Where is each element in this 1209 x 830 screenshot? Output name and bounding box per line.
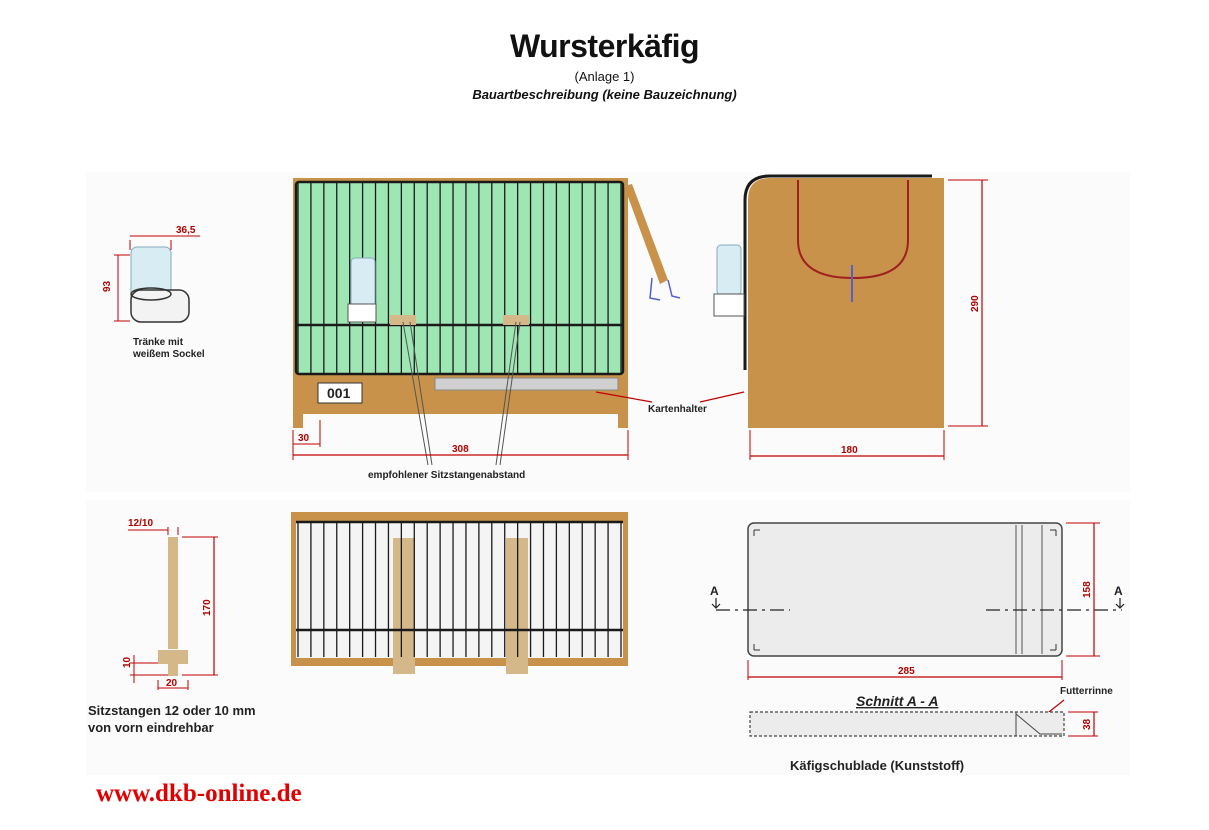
side-view-drawing: 290 180	[713, 174, 988, 460]
feeder-height-dim: 93	[102, 280, 113, 292]
page-title: Wursterkäfig	[509, 28, 700, 64]
rear-bars	[297, 523, 622, 657]
drawer-width-dim: 285	[898, 666, 915, 677]
page-subtitle: (Anlage 1)	[574, 69, 635, 84]
rear-bars-area	[296, 522, 623, 658]
cage-number-card	[317, 382, 363, 404]
rear-view-drawing	[291, 512, 628, 674]
feeder-width-dim: 36,5	[176, 225, 196, 236]
feed-trough-label: Futterrinne	[1060, 686, 1113, 697]
section-height-dim: 38	[1082, 718, 1093, 730]
side-water-socket	[713, 293, 745, 317]
page-description: Bauartbeschreibung (keine Bauzeichnung)	[472, 87, 737, 102]
drawer-height-dim: 158	[1082, 581, 1093, 598]
perch-caption-line2: von vorn eindrehbar	[88, 720, 214, 735]
front-water-socket	[347, 303, 377, 323]
section-title: Schnitt A - A	[856, 693, 938, 709]
perch-drawing: 12/10 170 10 20 Sitzstangen 12 oder 10 m…	[88, 518, 256, 735]
perch-base	[158, 650, 188, 676]
cage-number: 001	[327, 385, 351, 401]
perch-height-dim: 170	[202, 599, 213, 616]
side-depth-dim: 180	[841, 445, 858, 456]
front-perch-left	[390, 315, 416, 325]
side-water-bottle	[716, 244, 742, 296]
feeder-caption-line2: weißem Sockel	[132, 349, 205, 360]
front-foot-dim: 30	[298, 433, 310, 444]
drawer-outline	[747, 522, 1063, 657]
feeder-rim	[130, 287, 172, 301]
front-door-arm	[624, 184, 668, 284]
drawer-section	[749, 711, 1065, 737]
section-marker-right: A	[1114, 584, 1123, 598]
front-drawer-strip	[434, 377, 619, 391]
front-view-drawing: 001 empfohlener Sitzstangenabstand 308 3…	[292, 178, 745, 481]
rear-perch-left	[393, 538, 415, 674]
front-bars	[297, 183, 622, 373]
card-holder-label: Kartenhalter	[648, 404, 707, 415]
perch-shaft	[168, 537, 178, 649]
website-url[interactable]: www.dkb-online.de	[96, 780, 302, 807]
feeder-base	[130, 289, 190, 323]
perch-distance-note: empfohlener Sitzstangenabstand	[368, 470, 525, 481]
perch-top-dim: 12/10	[128, 518, 153, 529]
front-water-bottle	[350, 257, 376, 309]
perch-base-width-dim: 20	[166, 678, 178, 689]
drawer-drawing: A A 158 285 Schnitt A - A Futterrinne 38…	[710, 522, 1125, 773]
front-perch-right	[503, 315, 529, 325]
feeder-caption-line1: Tränke mit	[133, 337, 184, 348]
side-panel	[748, 178, 944, 428]
front-width-dim: 308	[452, 444, 469, 455]
front-bars-area	[296, 182, 623, 374]
perch-base-height-dim: 10	[122, 656, 133, 668]
water-feeder-drawing: 36,5 93 Tränke mit weißem Sockel	[102, 225, 205, 360]
perch-caption-line1: Sitzstangen 12 oder 10 mm	[88, 703, 256, 718]
side-height-dim: 290	[970, 295, 981, 312]
section-marker-left: A	[710, 584, 719, 598]
drawer-caption: Käfigschublade (Kunststoff)	[790, 758, 964, 773]
